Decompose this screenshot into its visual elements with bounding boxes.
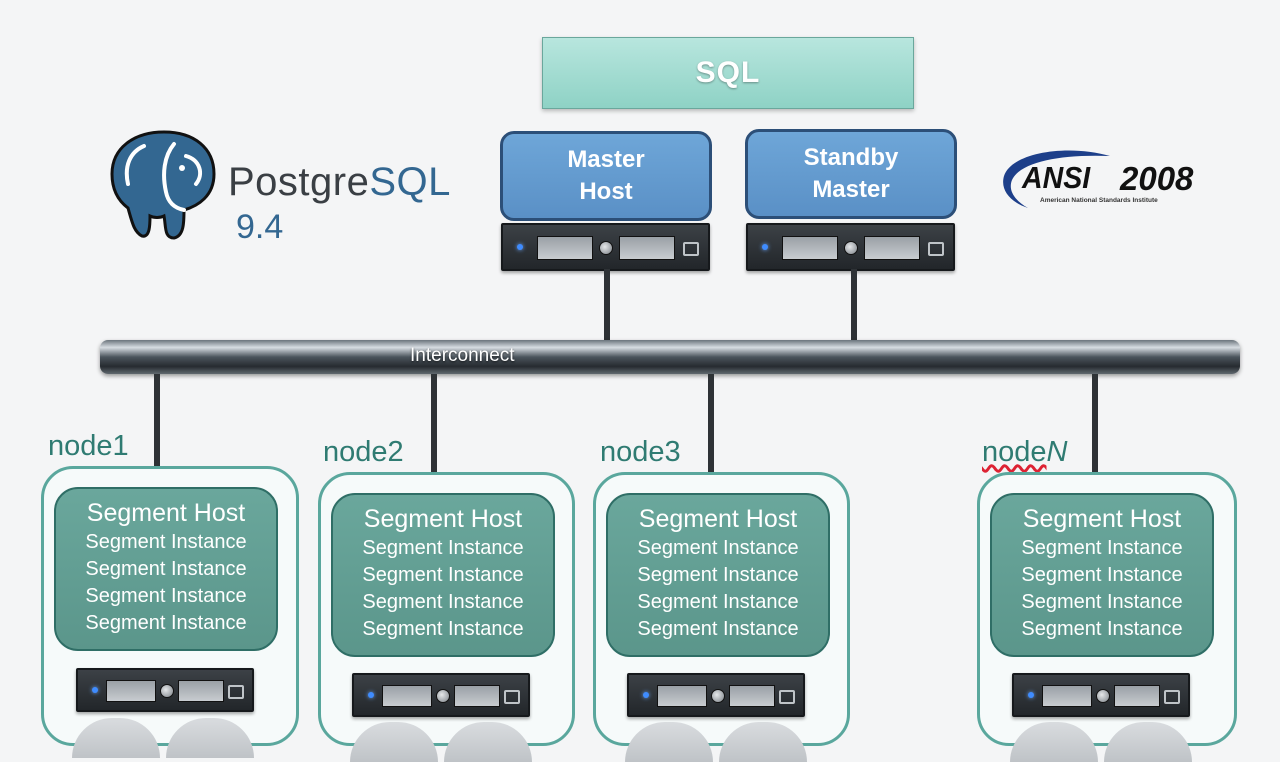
standby-master-line1: Standby [803, 144, 899, 171]
standby-link-line [851, 269, 857, 341]
server-led-icon [517, 244, 523, 250]
postgres-word-main: Postgre [228, 160, 370, 204]
nodeN-link-line [1092, 374, 1098, 474]
node3-segment-host: Segment Host Segment Instance Segment In… [606, 493, 830, 657]
postgres-word-accent: SQL [369, 160, 451, 204]
segment-instance: Segment Instance [637, 564, 799, 586]
master-host-box: Master Host [500, 131, 712, 221]
node1-segment-host: Segment Host Segment Instance Segment In… [54, 487, 278, 651]
standby-master-line2: Master [812, 176, 890, 203]
nodeN-label-prefix: node [982, 436, 1047, 468]
master-host-line2: Host [579, 178, 633, 205]
node3-server [627, 673, 805, 717]
server-led-icon [368, 692, 374, 698]
segment-instance: Segment Instance [1021, 537, 1183, 559]
segment-host-title: Segment Host [86, 499, 246, 527]
segment-instance: Segment Instance [637, 537, 799, 559]
segment-host-title: Segment Host [1022, 505, 1182, 533]
interconnect-label: Interconnect [410, 345, 515, 366]
segment-instance: Segment Instance [637, 618, 799, 640]
segment-instance: Segment Instance [85, 558, 247, 580]
segment-instance: Segment Instance [362, 537, 524, 559]
segment-instance: Segment Instance [362, 618, 524, 640]
postgres-version: 9.4 [236, 208, 284, 246]
server-led-icon [1028, 692, 1034, 698]
master-host-server [501, 223, 710, 271]
sql-box: SQL [542, 37, 914, 109]
node1-link-line [154, 374, 160, 470]
standby-master-box: Standby Master [745, 129, 957, 219]
master-link-line [604, 269, 610, 341]
node3-link-line [708, 374, 714, 474]
segment-instance: Segment Instance [85, 585, 247, 607]
ansi-wordmark: ANSI [1022, 160, 1091, 195]
segment-host-title: Segment Host [363, 505, 523, 533]
node3-label: node3 [600, 436, 681, 468]
segment-instance: Segment Instance [1021, 591, 1183, 613]
nodeN-segment-host: Segment Host Segment Instance Segment In… [990, 493, 1214, 657]
segment-instance: Segment Instance [85, 612, 247, 634]
server-led-icon [92, 687, 98, 693]
node2-link-line [431, 374, 437, 474]
segment-instance: Segment Instance [85, 531, 247, 553]
nodeN-server [1012, 673, 1190, 717]
standby-master-server [746, 223, 955, 271]
nodeN-label: nodeN [982, 436, 1067, 469]
ansi-swoosh-icon [1003, 150, 1110, 208]
ansi-subtitle: American National Standards Institute [1040, 197, 1158, 204]
ansi-year: 2008 [1120, 160, 1194, 197]
nodeN-label-suffix: N [1046, 436, 1068, 468]
master-host-line1: Master [567, 146, 645, 173]
segment-instance: Segment Instance [362, 564, 524, 586]
node1-server [76, 668, 254, 712]
server-led-icon [643, 692, 649, 698]
node1-label: node1 [48, 430, 129, 462]
postgres-wordmark: PostgreSQL [228, 160, 451, 205]
sql-label: SQL [695, 56, 761, 89]
segment-instance: Segment Instance [362, 591, 524, 613]
node2-server [352, 673, 530, 717]
segment-instance: Segment Instance [637, 591, 799, 613]
segment-host-title: Segment Host [638, 505, 798, 533]
server-led-icon [762, 244, 768, 250]
postgres-elephant-icon [110, 130, 216, 240]
segment-instance: Segment Instance [1021, 564, 1183, 586]
node2-segment-host: Segment Host Segment Instance Segment In… [331, 493, 555, 657]
segment-instance: Segment Instance [1021, 618, 1183, 640]
interconnect-bus [100, 340, 1240, 374]
node2-label: node2 [323, 436, 404, 468]
